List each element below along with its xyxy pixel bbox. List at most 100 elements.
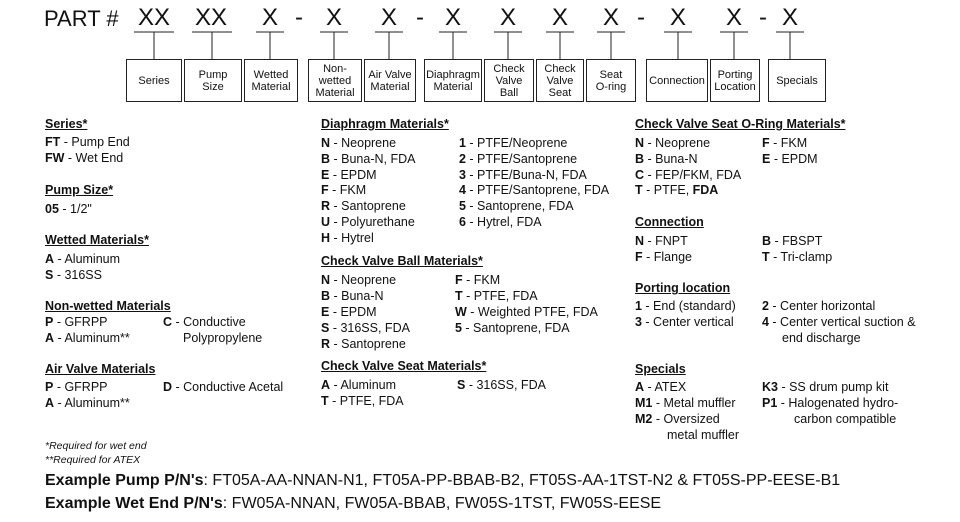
ball-option: F - FKM	[455, 273, 501, 287]
series-option: FT - Pump End	[45, 135, 130, 149]
specials-option: M2 - Oversized	[635, 412, 720, 426]
connection-option: F - Flange	[635, 250, 692, 264]
specials-option-continuation: metal muffler	[667, 428, 740, 442]
diaphragm-option: 1 - PTFE/Neoprene	[459, 136, 568, 150]
diaphragm-option: E - EPDM	[321, 168, 377, 182]
air-valve-option: D - Conductive Acetal	[163, 380, 284, 394]
oring-option: B - Buna-N	[635, 152, 698, 166]
wetted-option: S - 316SS	[45, 268, 102, 282]
seat-option: S - 316SS, FDA	[457, 378, 546, 392]
diaphragm-option: N - Neoprene	[321, 136, 397, 150]
ball-option: N - Neoprene	[321, 273, 397, 287]
code-pump-size: XX	[194, 4, 227, 31]
air-valve-heading: Air Valve Materials	[45, 362, 156, 376]
oring-option: T - PTFE, FDA	[635, 183, 719, 197]
seat-option: T - PTFE, FDA	[321, 394, 404, 408]
box-specials: Specials	[768, 59, 826, 102]
connection-option: B - FBSPT	[762, 234, 823, 248]
non-wetted-option: P - GFRPP	[45, 315, 108, 329]
code-non-wetted: X	[325, 4, 342, 31]
non-wetted-option-continuation: Polypropylene	[183, 331, 263, 345]
diaphragm-option: 5 - Santoprene, FDA	[459, 199, 574, 213]
ball-option: W - Weighted PTFE, FDA	[455, 305, 598, 319]
box-porting-location: Porting Location	[710, 59, 760, 102]
ball-option: T - PTFE, FDA	[455, 289, 538, 303]
diaphragm-option: 6 - Hytrel, FDA	[459, 215, 542, 229]
box-diaphragm-material: Diaphragm Material	[424, 59, 482, 102]
diaphragm-option: F - FKM	[321, 183, 367, 197]
footnote: *Required for wet end	[45, 440, 147, 452]
wetted-heading: Wetted Materials*	[45, 233, 149, 247]
diaphragm-option: H - Hytrel	[321, 231, 374, 245]
code-specials: X	[781, 4, 798, 31]
box-check-valve-seat: Check Valve Seat	[536, 59, 584, 102]
pump-size-heading: Pump Size*	[45, 183, 114, 197]
oring-option: C - FEP/FKM, FDA	[635, 168, 742, 182]
connection-option: T - Tri-clamp	[762, 250, 833, 264]
ball-option: S - 316SS, FDA	[321, 321, 410, 335]
code-diaphragm: X	[444, 4, 461, 31]
connection-option: N - FNPT	[635, 234, 688, 248]
box-connection: Connection	[646, 59, 708, 102]
diaphragm-option: 4 - PTFE/Santoprene, FDA	[459, 183, 610, 197]
code-wetted: X	[261, 4, 278, 31]
code-dash: -	[416, 4, 424, 31]
specials-option: K3 - SS drum pump kit	[762, 380, 889, 394]
code-seat: X	[551, 4, 568, 31]
wetted-option: A - Aluminum	[45, 252, 121, 266]
code-porting: X	[725, 4, 742, 31]
code-dash: -	[637, 4, 645, 31]
series-option: FW - Wet End	[45, 151, 124, 165]
porting-option: 1 - End (standard)	[635, 299, 736, 313]
pump-size-option: 05 - 1/2"	[45, 202, 92, 216]
oring-option: F - FKM	[762, 136, 808, 150]
specials-heading: Specials	[635, 362, 686, 376]
oring-heading: Check Valve Seat O-Ring Materials*	[635, 117, 846, 131]
ball-option: E - EPDM	[321, 305, 377, 319]
non-wetted-option: A - Aluminum**	[45, 331, 130, 345]
diaphragm-option: R - Santoprene	[321, 199, 406, 213]
connector-lines	[134, 31, 804, 59]
series-heading: Series*	[45, 117, 88, 131]
ball-option: R - Santoprene	[321, 337, 406, 351]
non-wetted-option: C - Conductive	[163, 315, 246, 329]
code-dash: -	[295, 4, 303, 31]
box-seat-oring: Seat O-ring	[586, 59, 636, 102]
specials-option: M1 - Metal muffler	[635, 396, 736, 410]
code-connection: X	[669, 4, 686, 31]
diaphragm-option: 3 - PTFE/Buna-N, FDA	[459, 168, 587, 182]
part-number-label: PART #	[44, 6, 119, 31]
box-wetted-material: Wetted Material	[244, 59, 298, 102]
connection-heading: Connection	[635, 215, 704, 229]
porting-option: 4 - Center vertical suction &	[762, 315, 916, 329]
air-valve-option: A - Aluminum**	[45, 396, 130, 410]
ball-option: B - Buna-N	[321, 289, 384, 303]
box-series: Series	[126, 59, 182, 102]
air-valve-option: P - GFRPP	[45, 380, 108, 394]
specials-option: P1 - Halogenated hydro-	[762, 396, 899, 410]
non-wetted-heading: Non-wetted Materials	[45, 299, 171, 313]
box-pump-size: Pump Size	[184, 59, 242, 102]
porting-option-continuation: end discharge	[782, 331, 861, 345]
ball-option: 5 - Santoprene, FDA	[455, 321, 570, 335]
seat-heading: Check Valve Seat Materials*	[321, 359, 487, 373]
box-check-valve-ball: Check Valve Ball	[484, 59, 534, 102]
code-dash: -	[759, 4, 767, 31]
diaphragm-option: 2 - PTFE/Santoprene	[459, 152, 578, 166]
code-oring: X	[602, 4, 619, 31]
code-ball: X	[499, 4, 516, 31]
seat-option: A - Aluminum	[321, 378, 397, 392]
oring-option: N - Neoprene	[635, 136, 711, 150]
box-non-wetted-material: Non- wetted Material	[308, 59, 362, 102]
box-air-valve-material: Air Valve Material	[364, 59, 416, 102]
example-pump-part-numbers: Example Pump P/N's: FT05A-AA-NNAN-N1, FT…	[45, 472, 841, 489]
code-air-valve: X	[380, 4, 397, 31]
porting-option: 2 - Center horizontal	[762, 299, 876, 313]
oring-option: E - EPDM	[762, 152, 818, 166]
diaphragm-heading: Diaphragm Materials*	[321, 117, 449, 131]
diaphragm-option: B - Buna-N, FDA	[321, 152, 416, 166]
code-series: XX	[137, 4, 170, 31]
specials-option: A - ATEX	[635, 380, 687, 394]
porting-heading: Porting location	[635, 281, 731, 295]
porting-option: 3 - Center vertical	[635, 315, 734, 329]
